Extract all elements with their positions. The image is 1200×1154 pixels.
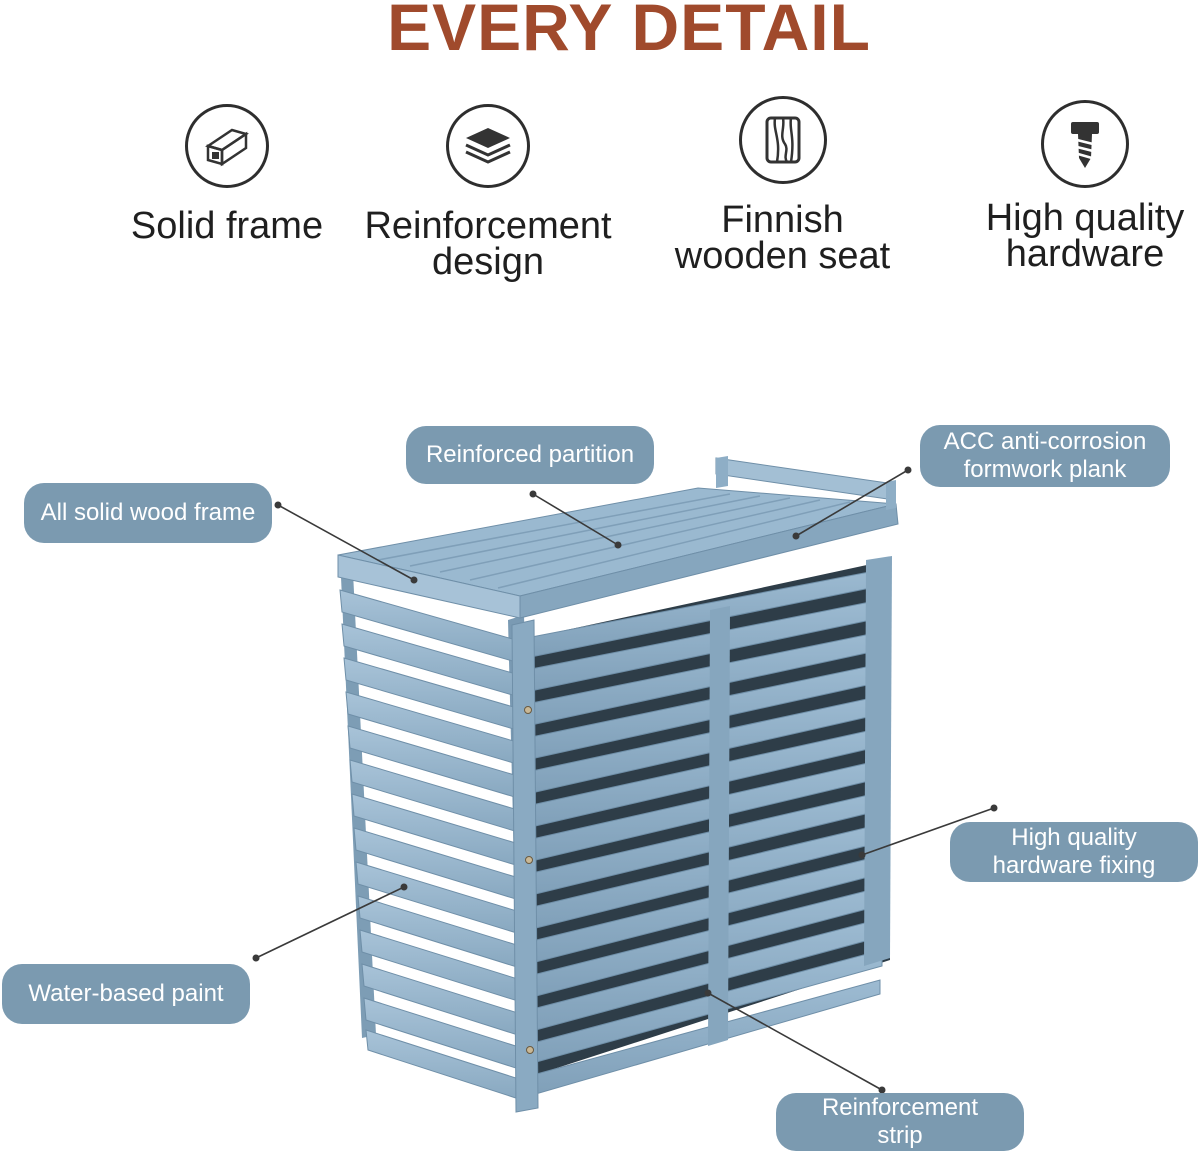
- callout-water-paint: Water-based paint: [2, 964, 250, 1024]
- callout-reinforced-partition: Reinforced partition: [406, 426, 654, 484]
- callout-solid-wood-frame: All solid wood frame: [24, 483, 272, 543]
- feature-label: Reinforcement design: [364, 205, 612, 283]
- screw-icon: [1041, 100, 1129, 188]
- feature-label: Finnish wooden seat: [674, 199, 891, 277]
- callout-leaders: [252, 466, 998, 1094]
- feature-solid-frame: Solid frame: [112, 104, 342, 247]
- feature-wooden-seat: Finnish wooden seat: [650, 96, 915, 277]
- feature-hardware: High quality hardware: [960, 100, 1200, 275]
- page-title: EVERY DETAIL: [387, 0, 871, 64]
- callout-reinforcement-strip: Reinforcement strip: [776, 1093, 1024, 1151]
- feature-reinforcement: Reinforcement design: [348, 104, 628, 283]
- wood-beam-icon: [185, 104, 269, 188]
- feature-label: High quality hardware: [985, 197, 1185, 275]
- layers-icon: [446, 104, 530, 188]
- feature-label: Solid frame: [130, 205, 324, 247]
- wood-grain-icon: [738, 96, 827, 184]
- callout-acc-plank: ACC anti-corrosion formwork plank: [920, 425, 1170, 487]
- end-panel-slats: [339, 589, 523, 1101]
- callout-hardware-fixing: High quality hardware fixing: [950, 822, 1198, 882]
